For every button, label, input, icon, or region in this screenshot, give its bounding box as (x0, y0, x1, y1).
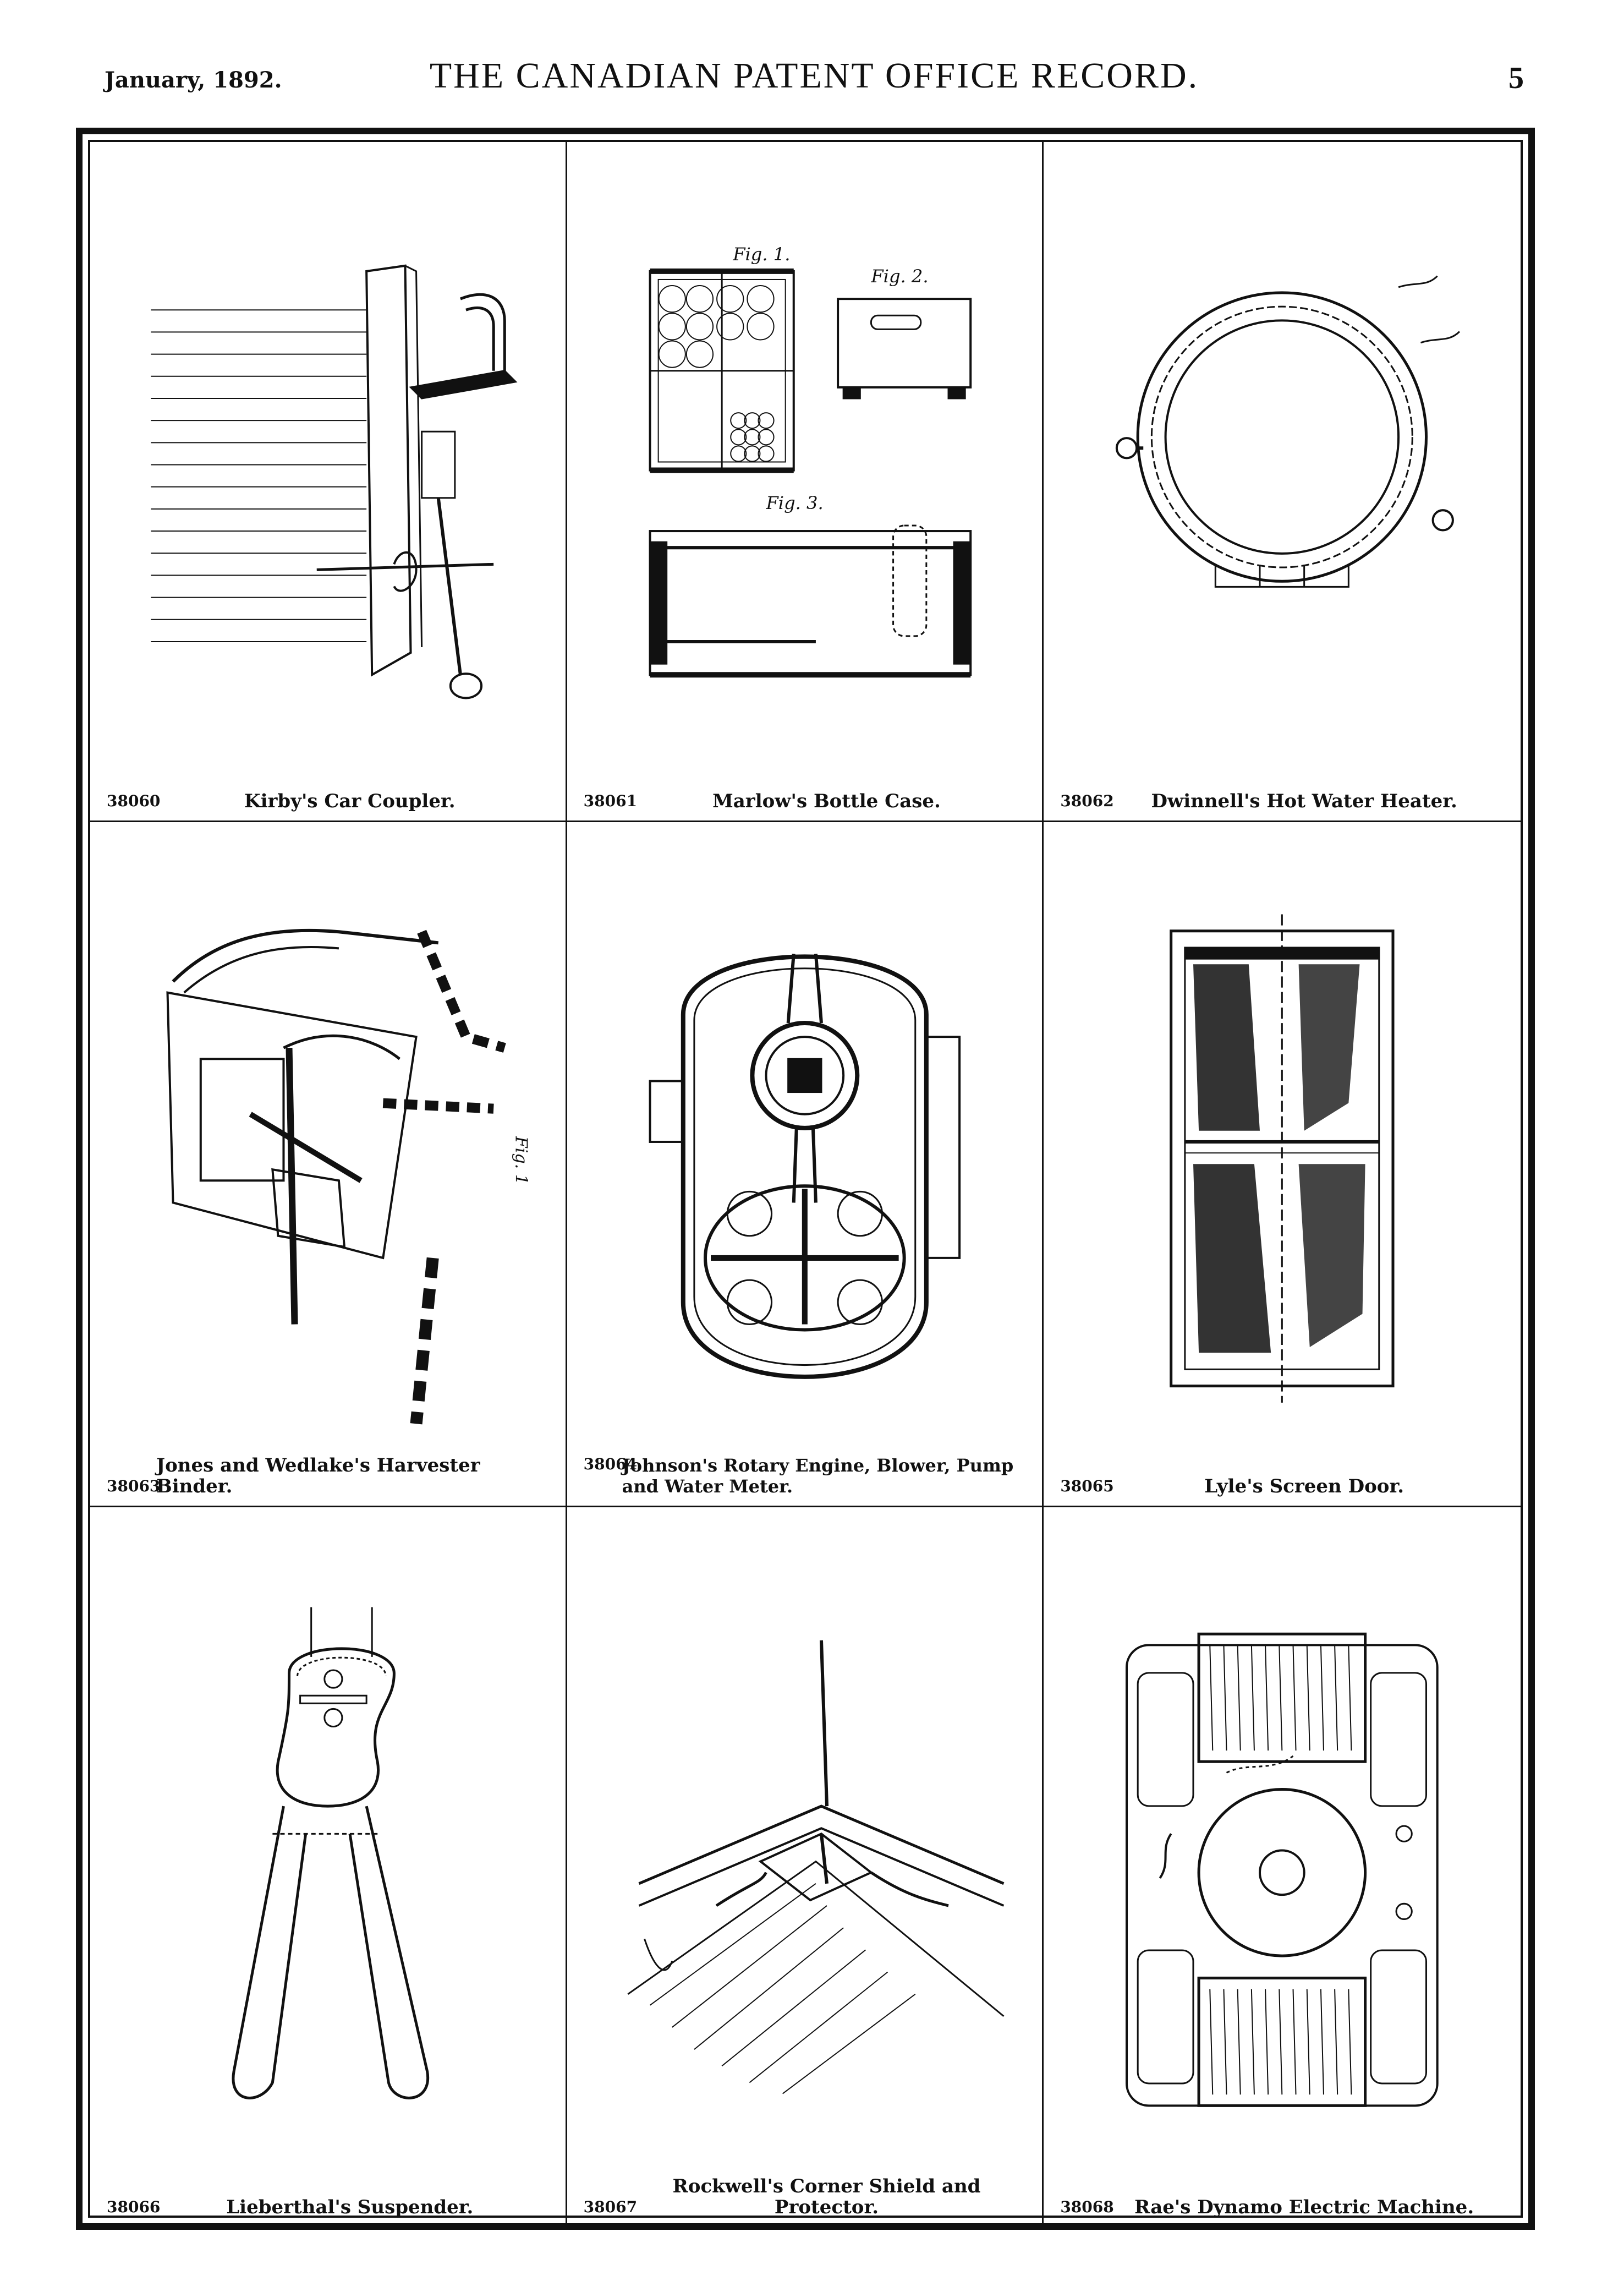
caption-38065: 38065 Lyle's Screen Door. (1060, 1455, 1510, 1499)
patent-number: 38064 (583, 1455, 638, 1473)
patent-cell-38060: 38060 Kirby's Car Coupler. (90, 142, 567, 822)
patent-grid: 38060 Kirby's Car Coupler. Fig. 1. (90, 142, 1521, 2227)
patent-cell-38066: 38066 Lieberthal's Suspender. (90, 1507, 567, 2227)
fig-label: Fig. 1. (732, 244, 790, 265)
fig-label: Fig. 2. (870, 266, 928, 287)
patent-number: 38063 (107, 1477, 161, 1495)
patent-title: Rockwell's Corner Shield and Protector. (672, 2175, 981, 2218)
patent-title: Johnson's Rotary Engine, Blower, Pump an… (622, 1455, 1014, 1497)
patent-title: Lyle's Screen Door. (1204, 1475, 1404, 1497)
page-header: January, 1892. THE CANADIAN PATENT OFFIC… (105, 55, 1524, 116)
patent-cell-38064: 38064 Johnson's Rotary Engine, Blower, P… (567, 822, 1044, 1507)
issue-date: January, 1892. (105, 67, 282, 93)
publication-title: THE CANADIAN PATENT OFFICE RECORD. (429, 56, 1199, 96)
patent-cell-38063: Fig. 1 38063 Jones and Wedlake's Harvest… (90, 822, 567, 1507)
patent-title: Jones and Wedlake's Harvester Binder. (156, 1454, 480, 1497)
patent-cell-38068: 38068 Rae's Dynamo Electric Machine. (1044, 1507, 1521, 2227)
bottle-case-drawing: Fig. 1. (584, 169, 1026, 760)
patent-title: Marlow's Bottle Case. (712, 790, 941, 812)
patent-cell-38067: 38067 Rockwell's Corner Shield and Prote… (567, 1507, 1044, 2227)
caption-38060: 38060 Kirby's Car Coupler. (107, 770, 555, 814)
screen-door-drawing (1060, 850, 1504, 1445)
dynamo-drawing (1060, 1535, 1504, 2166)
patent-number: 38067 (583, 2198, 638, 2216)
patent-number: 38062 (1060, 792, 1114, 810)
caption-38068: 38068 Rae's Dynamo Electric Machine. (1060, 2176, 1510, 2220)
patent-title: Lieberthal's Suspender. (226, 2196, 474, 2218)
caption-38067: 38067 Rockwell's Corner Shield and Prote… (584, 2176, 1032, 2220)
fig-label: Fig. 3. (765, 493, 823, 513)
caption-38062: 38062 Dwinnell's Hot Water Heater. (1060, 770, 1510, 814)
patent-title: Rae's Dynamo Electric Machine. (1134, 2196, 1474, 2218)
plate-frame: 38060 Kirby's Car Coupler. Fig. 1. (76, 128, 1535, 2230)
caption-38066: 38066 Lieberthal's Suspender. (107, 2176, 555, 2220)
patent-title: Kirby's Car Coupler. (244, 790, 456, 812)
patent-number: 38068 (1060, 2198, 1114, 2216)
harvester-binder-drawing: Fig. 1 (107, 850, 549, 1445)
caption-38061: 38061 Marlow's Bottle Case. (584, 770, 1032, 814)
corner-shield-drawing (584, 1535, 1026, 2166)
patent-number: 38065 (1060, 1477, 1114, 1495)
patent-cell-38061: Fig. 1. (567, 142, 1044, 822)
suspender-drawing (107, 1535, 549, 2166)
hot-water-heater-drawing (1060, 169, 1504, 760)
patent-number: 38061 (583, 792, 638, 810)
page-number: 5 (1508, 61, 1524, 95)
patent-title: Dwinnell's Hot Water Heater. (1151, 790, 1457, 812)
car-coupler-drawing (107, 169, 549, 760)
caption-38063: 38063 Jones and Wedlake's Harvester Bind… (107, 1455, 555, 1499)
patent-cell-38062: 38062 Dwinnell's Hot Water Heater. (1044, 142, 1521, 822)
patent-number: 38066 (107, 2198, 161, 2216)
caption-38064: 38064 Johnson's Rotary Engine, Blower, P… (584, 1455, 1032, 1499)
fig-label: Fig. 1 (511, 1136, 530, 1185)
rotary-engine-drawing (584, 850, 1026, 1445)
patent-number: 38060 (107, 792, 161, 810)
patent-cell-38065: 38065 Lyle's Screen Door. (1044, 822, 1521, 1507)
